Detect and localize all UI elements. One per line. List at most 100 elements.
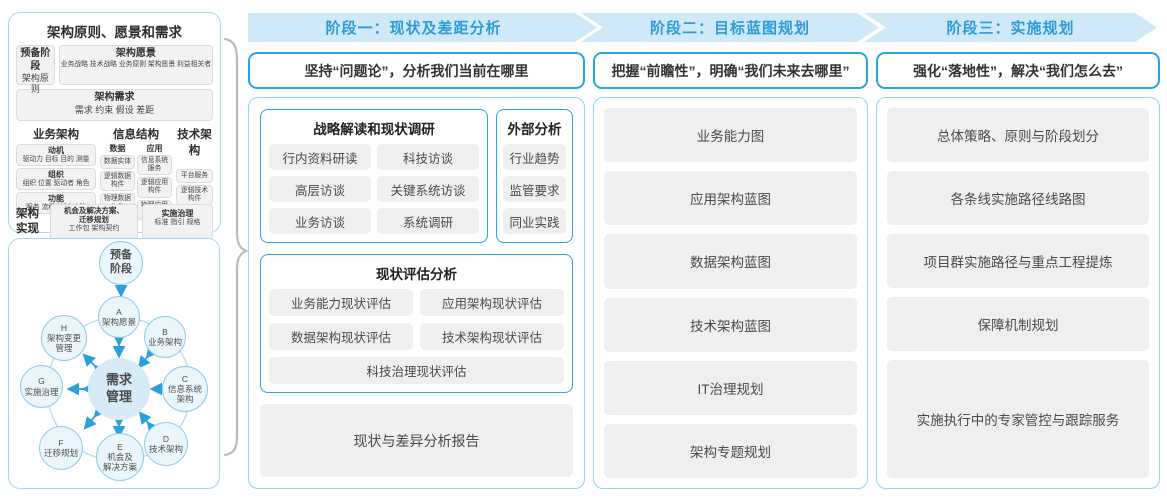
phase-2-header-band: 阶段二：目标蓝图规划 — [581, 13, 879, 42]
architecture-vision-sub: 业务战略 技术战略 业务原则 架构愿景 利益相关者 — [60, 60, 211, 68]
center-d-arrow — [138, 411, 160, 435]
architecture-requirements-box: 架构需求 需求 约束 假设 差距 — [16, 89, 213, 121]
cycle-circle-h: H 架构变更 管理 — [41, 315, 87, 361]
business-architecture-column: 业务架构 动机 驱动力 目标 目的 测量 组织 组织 位置 驱动者 角色 功能 … — [16, 126, 96, 215]
architecture-vision-title: 架构愿景 — [115, 48, 156, 59]
strategy-item: 系统调研 — [377, 208, 479, 234]
strategy-research-grid: 行内资料研读 科技访谈 高层访谈 关键系统访谈 业务访谈 系统调研 — [269, 144, 479, 234]
motivation-box: 动机 驱动力 目标 目的 测量 — [16, 144, 96, 167]
cycle-circle-f: F 迁移规划 — [39, 426, 83, 470]
brace-path — [223, 37, 248, 457]
cycle-circle-e: E 机会及 解决方案 — [96, 433, 144, 481]
prep-vision-row: 预备阶段 架构原则 架构愿景 业务战略 技术战略 业务原则 架构愿景 利益相关者 — [16, 45, 213, 94]
logical-data-box: 逻辑数据 构件 — [100, 171, 135, 192]
application-subcolumn-title: 应用 — [146, 144, 163, 153]
phase-2-item: 架构专题规划 — [604, 423, 857, 479]
strategy-item: 业务访谈 — [269, 208, 371, 234]
phase-1-header-band: 阶段一：现状及差距分析 — [248, 13, 597, 42]
assessment-item: 业务能力现状评估 — [269, 289, 413, 316]
logical-tech-box: 逻辑技术 构件 — [176, 185, 213, 206]
phase-3-content-panel: 总体策略、原则与阶段划分 各条线实施路径线路图 项目群实施路径与重点工程提炼 保… — [876, 97, 1160, 489]
external-item: 同业实践 — [503, 208, 566, 234]
architecture-requirements-title: 架构需求 — [94, 92, 135, 103]
info-system-service-box: 信息系统 服务 — [137, 155, 172, 176]
logical-app-box: 逻辑应用 构件 — [137, 177, 172, 198]
information-structure-title: 信息结构 — [113, 129, 159, 141]
organization-title: 组织 — [48, 170, 64, 180]
cycle-circle-b: B 业务架构 — [144, 316, 186, 358]
phase-3-item: 保障机制规划 — [887, 297, 1149, 351]
strategy-item: 关键系统访谈 — [377, 176, 479, 202]
cycle-circle-c: C 信息系统 架构 — [162, 366, 208, 412]
center-b-arrow — [137, 345, 159, 369]
phase-2-item: 技术架构蓝图 — [604, 297, 857, 352]
assessment-item: 技术架构现状评估 — [420, 323, 564, 350]
information-structure-column: 信息结构 数据 数据实体 逻辑数据 构件 物理数据 构件 应用 信息系统 服务 — [100, 126, 172, 220]
implementation-governance-title: 实施治理 — [161, 209, 194, 218]
phase-2-item: IT治理规划 — [604, 360, 857, 415]
assessment-item-full: 科技治理现状评估 — [269, 357, 564, 384]
external-analysis-box: 外部分析 行业趋势 监管要求 同业实践 — [496, 109, 573, 243]
function-title: 功能 — [48, 194, 64, 204]
phase-1-top-row: 战略解读和现状调研 行内资料研读 科技访谈 高层访谈 关键系统访谈 业务访谈 系… — [260, 109, 573, 243]
strategy-item: 科技访谈 — [377, 144, 479, 170]
phase-3-header-band: 阶段三：实施规划 — [864, 13, 1157, 42]
architecture-requirements-sub: 需求 约束 假设 差距 — [74, 104, 155, 115]
phase-3-subtitle: 强化“落地性”，解决“我们怎么去” — [876, 52, 1160, 89]
cycle-circle-d: D 技术架构 — [144, 422, 188, 466]
opportunities-migration-box: 机会及解决方案、 迁移规划 工作包 架构契约 — [50, 204, 138, 240]
phase-1-content-panel: 战略解读和现状调研 行内资料研读 科技访谈 高层访谈 关键系统访谈 业务访谈 系… — [248, 97, 585, 489]
cycle-circle-prep: 预备 阶段 — [99, 241, 143, 285]
platform-service-box: 平台服务 — [176, 169, 213, 184]
strategy-research-box: 战略解读和现状调研 行内资料研读 科技访谈 高层访谈 关键系统访谈 业务访谈 系… — [260, 109, 488, 243]
phase-3-item: 各条线实施路径线路图 — [887, 171, 1149, 225]
data-subcolumn-title: 数据 — [109, 144, 126, 153]
technology-architecture-column: 技术架构 平台服务 逻辑技术 构件 物理技术 构件 — [176, 126, 213, 228]
phase-2-item: 业务能力图 — [604, 108, 857, 163]
business-architecture-title: 业务架构 — [33, 129, 79, 141]
phase-3-item: 实施执行中的专家管控与跟踪服务 — [887, 360, 1149, 478]
principles-panel-title: 架构原则、愿景和需求 — [47, 25, 182, 40]
phase-2-item: 数据架构蓝图 — [604, 234, 857, 289]
phase-3-item: 总体策略、原则与阶段划分 — [887, 108, 1149, 162]
prep-phase-box: 预备阶段 架构原则 — [16, 45, 55, 94]
external-item: 监管要求 — [503, 176, 566, 202]
motivation-sub: 驱动力 目标 目的 测量 — [22, 156, 90, 163]
opportunities-migration-title: 机会及解决方案、 迁移规划 — [63, 206, 124, 225]
organization-box: 组织 组织 位置 驱动者 角色 — [16, 168, 96, 191]
organization-sub: 组织 位置 驱动者 角色 — [22, 180, 90, 188]
strategy-item: 高层访谈 — [269, 176, 371, 202]
brace-connector — [223, 37, 248, 457]
technology-architecture-title: 技术架构 — [177, 129, 212, 157]
implementation-governance-box: 实施治理 标准 指引 规格 — [141, 204, 213, 240]
motivation-title: 动机 — [48, 146, 64, 155]
architecture-columns-row: 业务架构 动机 驱动力 目标 目的 测量 组织 组织 位置 驱动者 角色 功能 … — [16, 126, 213, 228]
prep-phase-title: 预备阶段 — [20, 48, 51, 72]
architecture-realization-row: 架构 实现 机会及解决方案、 迁移规划 工作包 架构契约 实施治理 标准 指引 … — [16, 204, 213, 240]
phase-2-item: 应用架构蓝图 — [604, 171, 857, 226]
architecture-realization-label: 架构 实现 — [16, 208, 39, 235]
adm-cycle-panel: 预备 阶段 A 架构愿景 B 业务架构 H 架构变更 管理 C 信息系统 架构 … — [8, 238, 220, 489]
external-item: 行业趋势 — [503, 144, 566, 170]
phase-2-content-panel: 业务能力图 应用架构蓝图 数据架构蓝图 技术架构蓝图 IT治理规划 架构专题规划 — [593, 97, 868, 489]
opportunities-migration-sub: 工作包 架构契约 — [68, 224, 120, 232]
cycle-circle-center: 需求 管理 — [88, 358, 150, 420]
strategy-item: 行内资料研读 — [269, 144, 371, 170]
assessment-item: 应用架构现状评估 — [420, 289, 564, 316]
cycle-circle-g: G 实施治理 — [20, 365, 63, 408]
cycle-circle-a: A 架构愿景 — [98, 296, 140, 338]
strategy-research-title: 战略解读和现状调研 — [313, 122, 435, 137]
external-analysis-stack: 行业趋势 监管要求 同业实践 — [503, 144, 566, 234]
phase-2-subtitle: 把握“前瞻性”，明确“我们未来去哪里” — [593, 52, 868, 89]
center-h-arrow — [82, 353, 107, 378]
external-analysis-title: 外部分析 — [507, 122, 562, 137]
gap-report-box: 现状与差异分析报告 — [260, 404, 573, 477]
phase-1-subtitle: 坚持“问题论”，分析我们当前在哪里 — [248, 52, 585, 89]
assessment-box: 现状评估分析 业务能力现状评估 应用架构现状评估 数据架构现状评估 技术架构现状… — [260, 254, 573, 393]
data-entity-box: 数据实体 — [100, 155, 135, 170]
architecture-principles-panel: 架构原则、愿景和需求 预备阶段 架构原则 架构愿景 业务战略 技术战略 业务原则… — [8, 12, 221, 240]
phase-3-item: 项目群实施路径与重点工程提炼 — [887, 234, 1149, 288]
implementation-governance-sub: 标准 指引 规格 — [154, 219, 201, 226]
assessment-title: 现状评估分析 — [376, 267, 457, 282]
assessment-item: 数据架构现状评估 — [269, 323, 413, 350]
